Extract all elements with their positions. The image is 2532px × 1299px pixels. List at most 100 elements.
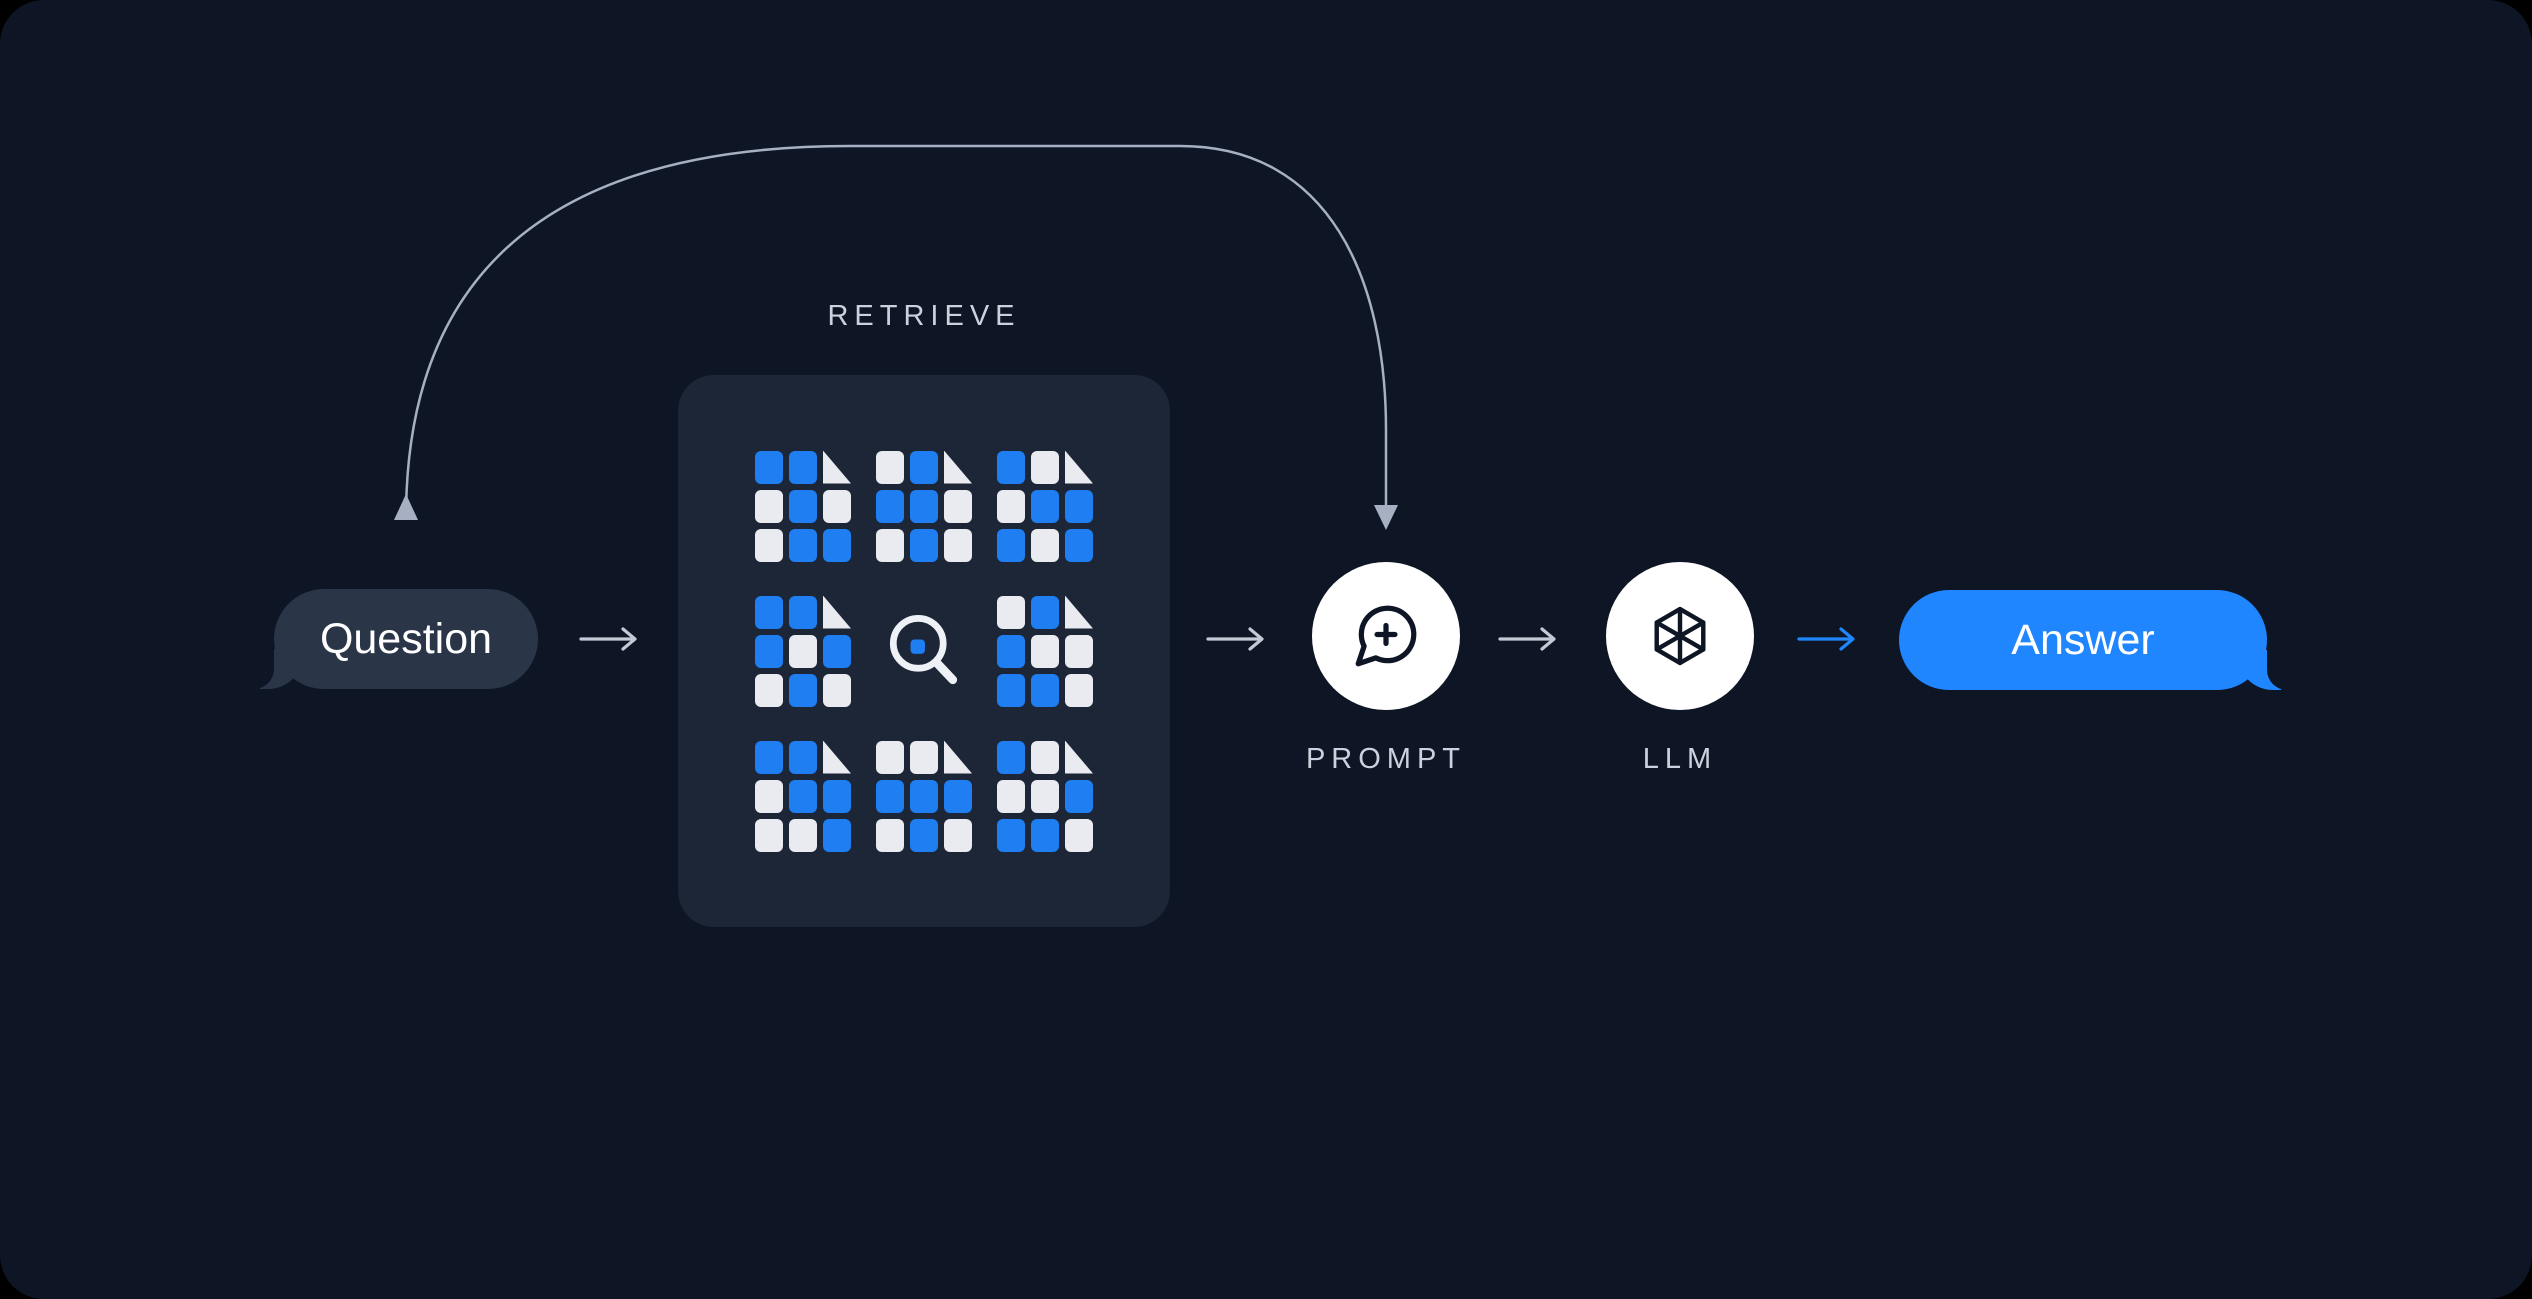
doc-tile-light bbox=[1031, 779, 1059, 813]
doc-tile-blue bbox=[789, 528, 817, 562]
doc-tile-light bbox=[1031, 450, 1059, 484]
doc-tile-light bbox=[823, 673, 851, 707]
chat-plus-icon bbox=[1355, 605, 1417, 667]
doc-tile-light bbox=[755, 779, 783, 813]
doc-tile-fold bbox=[1065, 595, 1093, 629]
doc-tile-blue bbox=[789, 450, 817, 484]
doc-tile-blue bbox=[755, 740, 783, 774]
doc-tile-light bbox=[876, 818, 904, 852]
doc-tile-blue bbox=[1031, 489, 1059, 523]
doc-tile-light bbox=[1065, 634, 1093, 668]
question-label: Question bbox=[319, 614, 493, 663]
doc-tile-light bbox=[876, 450, 904, 484]
doc-tile-fold bbox=[944, 450, 972, 484]
doc-tile-light bbox=[997, 779, 1025, 813]
doc-tile-fold bbox=[823, 740, 851, 774]
doc-tile-blue bbox=[944, 779, 972, 813]
doc-tile-blue bbox=[876, 489, 904, 523]
doc-tile-light bbox=[1031, 740, 1059, 774]
doc-tile-blue bbox=[1031, 818, 1059, 852]
document-icon bbox=[997, 450, 1093, 562]
doc-tile-light bbox=[1065, 673, 1093, 707]
connector-start-arrowhead bbox=[394, 494, 418, 520]
doc-tile-light bbox=[755, 528, 783, 562]
doc-tile-blue bbox=[1065, 779, 1093, 813]
connector-end-arrowhead bbox=[1374, 505, 1398, 530]
doc-tile-blue bbox=[997, 450, 1025, 484]
doc-tile-light bbox=[823, 489, 851, 523]
doc-tile-blue bbox=[910, 450, 938, 484]
doc-tile-blue bbox=[997, 740, 1025, 774]
document-icon bbox=[755, 740, 851, 852]
answer-bubble: Answer bbox=[1899, 590, 2319, 690]
answer-label: Answer bbox=[2011, 615, 2155, 664]
arrow-retrieve-to-prompt bbox=[1204, 625, 1268, 653]
doc-tile-blue bbox=[1065, 528, 1093, 562]
doc-tile-fold bbox=[823, 450, 851, 484]
doc-tile-blue bbox=[789, 489, 817, 523]
question-bubble: Question bbox=[222, 589, 538, 689]
doc-tile-light bbox=[1031, 528, 1059, 562]
doc-tile-light bbox=[944, 818, 972, 852]
doc-tile-blue bbox=[823, 528, 851, 562]
doc-tile-fold bbox=[1065, 450, 1093, 484]
doc-tile-light bbox=[944, 528, 972, 562]
doc-tile-blue bbox=[755, 450, 783, 484]
doc-tile-blue bbox=[789, 673, 817, 707]
retrieve-grid bbox=[755, 450, 1093, 852]
doc-tile-light bbox=[876, 528, 904, 562]
doc-tile-light bbox=[997, 595, 1025, 629]
doc-tile-blue bbox=[876, 779, 904, 813]
arrow-llm-to-answer bbox=[1795, 625, 1859, 653]
doc-tile-light bbox=[997, 489, 1025, 523]
doc-tile-blue bbox=[823, 634, 851, 668]
arrow-question-to-retrieve bbox=[577, 625, 641, 653]
search-icon bbox=[876, 596, 972, 707]
doc-tile-blue bbox=[789, 740, 817, 774]
doc-tile-fold bbox=[823, 595, 851, 629]
llm-label: LLM bbox=[1642, 743, 1718, 775]
doc-tile-blue bbox=[1031, 673, 1059, 707]
doc-tile-blue bbox=[1065, 489, 1093, 523]
doc-tile-light bbox=[789, 818, 817, 852]
prompt-node bbox=[1312, 562, 1460, 710]
document-icon bbox=[997, 595, 1093, 707]
doc-tile-light bbox=[755, 818, 783, 852]
doc-tile-light bbox=[1065, 818, 1093, 852]
prompt-label: PROMPT bbox=[1305, 743, 1467, 775]
doc-tile-blue bbox=[910, 489, 938, 523]
doc-tile-light bbox=[755, 673, 783, 707]
doc-tile-blue bbox=[823, 779, 851, 813]
doc-tile-blue bbox=[910, 779, 938, 813]
document-icon bbox=[755, 450, 851, 562]
doc-tile-fold bbox=[944, 740, 972, 774]
doc-tile-blue bbox=[997, 528, 1025, 562]
doc-tile-blue bbox=[910, 528, 938, 562]
llm-node bbox=[1606, 562, 1754, 710]
doc-tile-blue bbox=[997, 818, 1025, 852]
document-icon bbox=[755, 595, 851, 707]
arrow-prompt-to-llm bbox=[1496, 625, 1560, 653]
doc-tile-light bbox=[910, 740, 938, 774]
doc-tile-blue bbox=[823, 818, 851, 852]
doc-tile-blue bbox=[997, 673, 1025, 707]
doc-tile-light bbox=[944, 489, 972, 523]
doc-tile-blue bbox=[789, 779, 817, 813]
doc-tile-blue bbox=[997, 634, 1025, 668]
doc-tile-blue bbox=[1031, 595, 1059, 629]
doc-tile-light bbox=[789, 634, 817, 668]
doc-tile-blue bbox=[755, 634, 783, 668]
document-icon bbox=[876, 740, 972, 852]
doc-tile-light bbox=[1031, 634, 1059, 668]
cube-wireframe-icon bbox=[1654, 606, 1706, 666]
doc-tile-fold bbox=[1065, 740, 1093, 774]
doc-tile-blue bbox=[755, 595, 783, 629]
doc-tile-light bbox=[755, 489, 783, 523]
doc-tile-blue bbox=[910, 818, 938, 852]
document-icon bbox=[997, 740, 1093, 852]
doc-tile-blue bbox=[789, 595, 817, 629]
document-icon bbox=[876, 450, 972, 562]
retrieve-panel bbox=[678, 375, 1170, 927]
retrieve-title: RETRIEVE bbox=[827, 300, 1021, 332]
